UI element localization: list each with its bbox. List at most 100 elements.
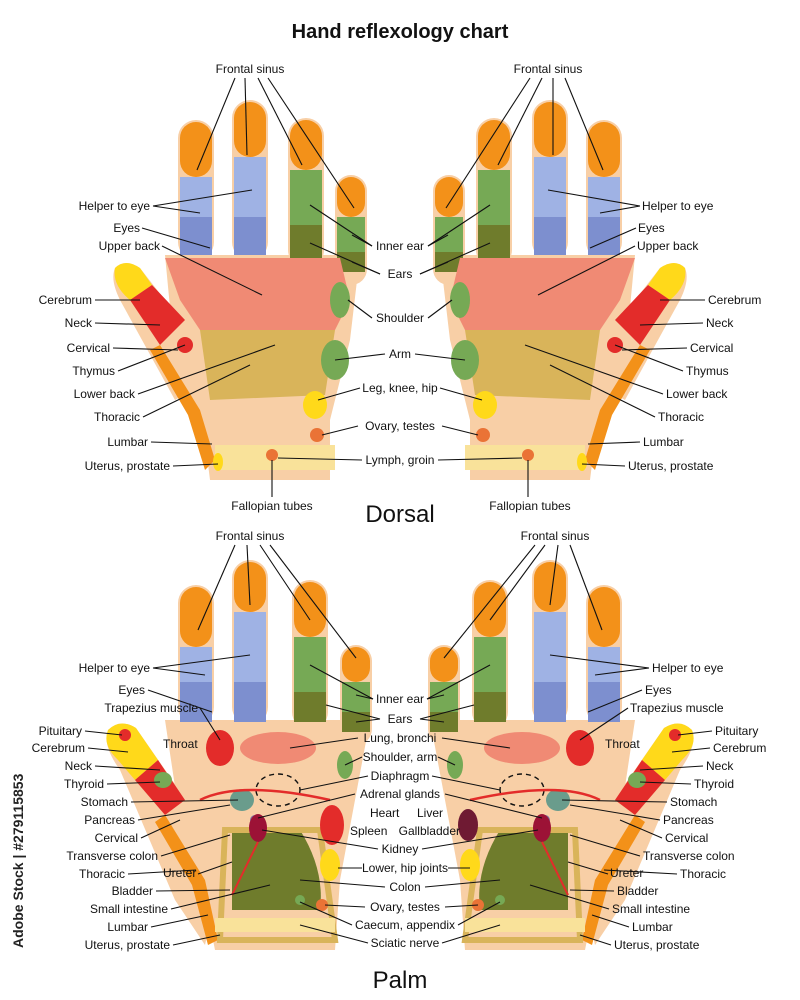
palm-label-uterus-right: Uterus, prostate — [614, 938, 700, 952]
palm-label-pancreas-right: Pancreas — [663, 813, 714, 827]
dorsal-right-frontal-lines — [445, 77, 604, 209]
palm-label-pituitary-right: Pituitary — [715, 724, 758, 738]
palm-label-pituitary-left: Pituitary — [39, 724, 82, 738]
palm-label-cervical-left: Cervical — [95, 831, 138, 845]
palm-label-helper-to-eye-left: Helper to eye — [79, 661, 151, 675]
dorsal-label-lymph-groin: Lymph, groin — [366, 453, 435, 467]
dorsal-center-leader-lines — [277, 204, 523, 461]
palm-label-trapezius-left: Trapezius muscle — [104, 701, 198, 715]
palm-label-transverse-colon-left: Transverse colon — [66, 849, 158, 863]
palm-label-throat-left: Throat — [163, 737, 198, 751]
palm-center-leader-lines — [257, 664, 543, 944]
palm-right-leader-lines — [529, 654, 713, 946]
palm-label-pancreas-left: Pancreas — [84, 813, 135, 827]
palm-label-sciatic-nerve: Sciatic nerve — [371, 936, 440, 950]
palm-label-colon: Colon — [389, 880, 420, 894]
dorsal-label-eyes-left: Eyes — [113, 221, 140, 235]
dorsal-label-lumbar-left: Lumbar — [107, 435, 148, 449]
dorsal-label-eyes-right: Eyes — [638, 221, 665, 235]
dorsal-label-arm: Arm — [389, 347, 411, 361]
palm-section-title: Palm — [373, 967, 428, 994]
palm-left-frontal-lines — [197, 544, 357, 659]
dorsal-fallopian-lines — [271, 460, 529, 497]
palm-label-transverse-colon-right: Transverse colon — [643, 849, 735, 863]
palm-right-hand — [428, 560, 694, 950]
dorsal-label-neck-left: Neck — [65, 316, 93, 330]
dorsal-label-helper-to-eye-left: Helper to eye — [79, 199, 151, 213]
dorsal-label-cervical-left: Cervical — [67, 341, 110, 355]
palm-label-neck-left: Neck — [65, 759, 93, 773]
palm-right-frontal-sinus: Frontal sinus — [521, 529, 590, 543]
palm-label-diaphragm: Diaphragm — [371, 769, 430, 783]
dorsal-left-frontal-lines — [196, 77, 355, 209]
palm-label-thyroid-left: Thyroid — [64, 777, 104, 791]
dorsal-label-cervical-right: Cervical — [690, 341, 733, 355]
dorsal-label-shoulder: Shoulder — [376, 311, 424, 325]
palm-label-trapezius-right: Trapezius muscle — [630, 701, 724, 715]
dorsal-right-leader-lines — [524, 189, 705, 467]
palm-label-eyes-left: Eyes — [118, 683, 145, 697]
palm-label-kidney: Kidney — [382, 842, 419, 856]
dorsal-left-hand — [113, 100, 367, 480]
dorsal-label-fallopian-left: Fallopian tubes — [231, 499, 312, 513]
dorsal-section-title: Dorsal — [365, 501, 434, 528]
stock-credit: Adobe Stock | #279115853 — [6, 770, 28, 950]
palm-label-stomach-right: Stomach — [670, 795, 717, 809]
dorsal-label-thymus-right: Thymus — [686, 364, 729, 378]
dorsal-label-thymus-left: Thymus — [72, 364, 115, 378]
dorsal-label-lower-back-right: Lower back — [666, 387, 728, 401]
dorsal-right-labels: Helper to eye Eyes Upper back Cerebrum N… — [628, 199, 761, 473]
dorsal-label-uterus-left: Uterus, prostate — [85, 459, 171, 473]
palm-label-adrenal-glands: Adrenal glands — [360, 787, 440, 801]
palm-label-heart: Heart — [370, 806, 400, 820]
palm-label-neck-right: Neck — [706, 759, 734, 773]
palm-label-eyes-right: Eyes — [645, 683, 672, 697]
palm-label-bladder-right: Bladder — [617, 884, 658, 898]
dorsal-center-labels: Inner ear Ears Shoulder Arm Leg, knee, h… — [362, 239, 438, 467]
palm-label-lower-hip-joints: Lower, hip joints — [362, 861, 448, 875]
stock-credit-text: Adobe Stock | #279115853 — [10, 773, 26, 948]
palm-label-caecum-appendix: Caecum, appendix — [355, 918, 455, 932]
palm-label-inner-ear: Inner ear — [376, 692, 424, 706]
palm-label-gallbladder: Gallbladder — [399, 824, 460, 838]
dorsal-label-fallopian-right: Fallopian tubes — [489, 499, 570, 513]
palm-label-shoulder-arm: Shoulder, arm — [363, 750, 438, 764]
palm-label-small-intestine-right: Small intestine — [612, 902, 690, 916]
palm-label-thoracic-right: Thoracic — [680, 867, 726, 881]
dorsal-label-upper-back-right: Upper back — [637, 239, 699, 253]
palm-label-small-intestine-left: Small intestine — [90, 902, 168, 916]
dorsal-label-thoracic-left: Thoracic — [94, 410, 140, 424]
dorsal-label-leg-knee-hip: Leg, knee, hip — [362, 381, 438, 395]
palm-label-spleen: Spleen — [350, 824, 387, 838]
palm-center-labels: Inner ear Ears Lung, bronchi Shoulder, a… — [350, 692, 460, 950]
dorsal-label-cerebrum-left: Cerebrum — [39, 293, 92, 307]
palm-label-cerebrum-right: Cerebrum — [713, 741, 766, 755]
palm-label-lumbar-right: Lumbar — [632, 920, 673, 934]
palm-right-frontal-lines — [443, 544, 603, 659]
palm-label-cerebrum-left: Cerebrum — [32, 741, 85, 755]
dorsal-label-inner-ear: Inner ear — [376, 239, 424, 253]
dorsal-label-cerebrum-right: Cerebrum — [708, 293, 761, 307]
palm-left-frontal-sinus: Frontal sinus — [216, 529, 285, 543]
chart-title: Hand reflexology chart — [292, 21, 509, 43]
palm-label-ovary-testes: Ovary, testes — [370, 900, 440, 914]
palm-label-throat-right: Throat — [605, 737, 640, 751]
dorsal-label-helper-to-eye-right: Helper to eye — [642, 199, 714, 213]
dorsal-label-lower-back-left: Lower back — [74, 387, 136, 401]
palm-left-leader-lines — [84, 654, 271, 946]
dorsal-label-lumbar-right: Lumbar — [643, 435, 684, 449]
dorsal-label-thoracic-right: Thoracic — [658, 410, 704, 424]
palm-label-liver: Liver — [417, 806, 443, 820]
dorsal-right-frontal-sinus: Frontal sinus — [514, 62, 583, 76]
dorsal-label-ovary-testes: Ovary, testes — [365, 419, 435, 433]
palm-label-thyroid-right: Thyroid — [694, 777, 734, 791]
palm-label-bladder-left: Bladder — [112, 884, 153, 898]
dorsal-left-frontal-sinus: Frontal sinus — [216, 62, 285, 76]
palm-label-ureter-right: Ureter — [610, 866, 643, 880]
palm-label-cervical-right: Cervical — [665, 831, 708, 845]
dorsal-label-ears: Ears — [388, 267, 413, 281]
palm-label-lumbar-left: Lumbar — [107, 920, 148, 934]
dorsal-left-labels: Helper to eye Eyes Upper back Cerebrum N… — [39, 199, 171, 473]
dorsal-label-uterus-right: Uterus, prostate — [628, 459, 714, 473]
